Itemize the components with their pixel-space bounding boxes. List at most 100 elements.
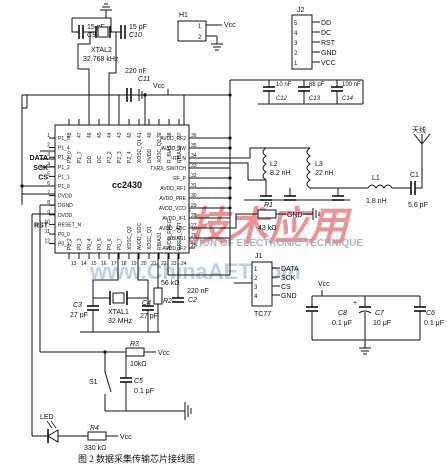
chip-pin-name-10: RESET_N bbox=[58, 222, 81, 228]
chip-pin-number-43: 43 bbox=[117, 132, 123, 138]
h1-pin-2: 2 bbox=[198, 35, 202, 41]
chip-pin-number-10: 10 bbox=[44, 219, 50, 225]
node-pin35 bbox=[228, 146, 232, 150]
chip-pin-number-1: 1 bbox=[47, 133, 50, 139]
j1-ref: J1 bbox=[255, 253, 263, 260]
j2-signal-rst: RST bbox=[321, 40, 336, 47]
c8-value: 0.1 μF bbox=[332, 320, 352, 327]
c9-gnd-wire bbox=[71, 18, 79, 33]
watermark-english: APPLICATION OF ELECTRONIC TECHNIQUE bbox=[150, 238, 363, 249]
r3-ref: R3 bbox=[130, 341, 139, 348]
chip-pin-number-6: 6 bbox=[47, 181, 50, 187]
chip-pin-number-11: 11 bbox=[45, 229, 50, 235]
r3-body bbox=[125, 347, 145, 357]
chip-pin-name-44: P2_2 bbox=[107, 151, 113, 163]
power-filter: Vcc C8 0.1 μF + C7 10 μF C6 0.1 μF bbox=[306, 281, 444, 355]
c7-plate-bottom bbox=[358, 310, 372, 314]
c3-value: 27 pF bbox=[70, 312, 88, 319]
chip-pin-number-20: 20 bbox=[141, 261, 147, 267]
l1-ref: L1 bbox=[372, 175, 380, 182]
figure-caption: 图 2 数据采集传输芯片接线图 bbox=[78, 453, 195, 464]
chip-pin-number-9: 9 bbox=[47, 210, 50, 216]
chip-pin-name-42: P2_4 bbox=[127, 151, 133, 163]
c1-ref: C1 bbox=[410, 172, 419, 179]
j2-signal-gnd: GND bbox=[321, 50, 337, 57]
j1-signal-sck: SCK bbox=[281, 275, 296, 282]
xtal2-body bbox=[97, 26, 109, 38]
j2-pin-5: 5 bbox=[294, 21, 298, 27]
c12-ref: C12 bbox=[276, 96, 288, 102]
r3-value: 10kΩ bbox=[130, 361, 147, 368]
chip-pin-number-39: 39 bbox=[157, 132, 163, 138]
chip-pin-number-13: 13 bbox=[71, 261, 77, 267]
l2-ref: L2 bbox=[270, 161, 278, 168]
xtal2-circuit: 15 pF C9 15 pF C10 XTAL2 32.768 kHz bbox=[71, 3, 147, 125]
c10-ref: C10 bbox=[129, 32, 142, 39]
c14-value: 100 nF bbox=[342, 82, 361, 88]
j1-pin-3: 3 bbox=[254, 285, 258, 291]
c9-ref: C9 bbox=[87, 32, 96, 39]
c2-value: 220 nF bbox=[187, 288, 209, 295]
c1-value: 5.6 pF bbox=[408, 202, 428, 209]
c7-polarity: + bbox=[353, 300, 357, 307]
chip-pin-name-29: AVDD_VCO bbox=[159, 206, 186, 212]
chip-pin-name-38: R_BIAS bbox=[167, 145, 173, 163]
chip-pin-name-35: AVDD_SW bbox=[162, 146, 187, 152]
xtal2-value: 32.768 kHz bbox=[83, 56, 119, 63]
r2-ref: R2 bbox=[163, 298, 172, 305]
signal-label-cs: CS bbox=[38, 174, 48, 181]
r4-body bbox=[87, 431, 107, 441]
xtal1-value: 32 MHz bbox=[108, 318, 133, 325]
node-pin31 bbox=[228, 176, 232, 180]
c7-ref: C7 bbox=[375, 310, 385, 317]
chip-pin-number-3: 3 bbox=[47, 152, 50, 158]
h1-ref: H1 bbox=[179, 12, 188, 19]
chip-pin-name-19: XOSC_Q2 bbox=[127, 226, 133, 250]
chip-pin-name-21: XOSC_Q1 bbox=[147, 226, 153, 250]
j1-signal-cs: CS bbox=[281, 284, 291, 291]
j1-signal-data: DATA bbox=[281, 266, 299, 273]
chip-pin-number-4: 4 bbox=[47, 162, 50, 168]
chip-pin-number-41: 41 bbox=[137, 132, 143, 138]
chip-pin-number-15: 15 bbox=[91, 261, 97, 267]
chip-pin-number-48: 48 bbox=[67, 132, 73, 138]
chip-pin-name-18: P0_7 bbox=[117, 238, 123, 250]
node-pin28 bbox=[228, 206, 232, 210]
xtal2-ref: XTAL2 bbox=[91, 47, 112, 54]
l3-ref: L3 bbox=[315, 161, 323, 168]
chip-pin-name-33: TXRX_SWITCH bbox=[150, 166, 186, 172]
c13-ref: C13 bbox=[309, 96, 321, 102]
chip-pin-name-17: P0_6 bbox=[107, 238, 113, 250]
chip-pin-name-4: P1_2 bbox=[58, 165, 70, 171]
l1-value: 1.8 nH bbox=[366, 198, 387, 205]
chip-cc2430: cc2430 48P2_047P1_746DD45DC44P2_243P2_34… bbox=[30, 119, 197, 267]
chip-pin-name-20: AVDD_SOC bbox=[137, 222, 143, 250]
chip-pin-name-31: AVDD_RF1 bbox=[160, 186, 186, 192]
l2-coil bbox=[262, 147, 267, 181]
c8-ref: C8 bbox=[338, 310, 347, 317]
chip-pin-number-25: 25 bbox=[191, 243, 197, 249]
chip-pin-number-17: 17 bbox=[111, 261, 117, 267]
c4-value: 27 pF bbox=[140, 313, 158, 320]
xtal1-right-lead bbox=[137, 253, 149, 298]
node-vcc-caps bbox=[228, 93, 232, 97]
chip-pin-name-22: RBIAS1 bbox=[157, 232, 163, 250]
chip-pin-number-12: 12 bbox=[44, 239, 50, 245]
chip-pin-number-28: 28 bbox=[191, 213, 197, 219]
chip-pin-name-24: RREG_OUT bbox=[177, 222, 183, 250]
r4-value: 330 kΩ bbox=[84, 445, 106, 452]
j2-signal-dd: DD bbox=[321, 20, 331, 27]
c12-value: 10 nF bbox=[276, 82, 292, 88]
chip-pin-name-11: P0_0 bbox=[58, 232, 70, 238]
chip-pin-name-41: XOSC_Q1 bbox=[137, 139, 143, 163]
l2-value: 8.2 nH bbox=[270, 170, 291, 177]
r1-value: 43 kΩ bbox=[258, 225, 276, 232]
chip-pin-name-25: AVDD_IF2 bbox=[162, 246, 186, 252]
r3-vcc-label: Vcc bbox=[158, 350, 170, 357]
j1-pin-1: 1 bbox=[254, 267, 258, 273]
c11-value: 220 nF bbox=[125, 68, 147, 75]
